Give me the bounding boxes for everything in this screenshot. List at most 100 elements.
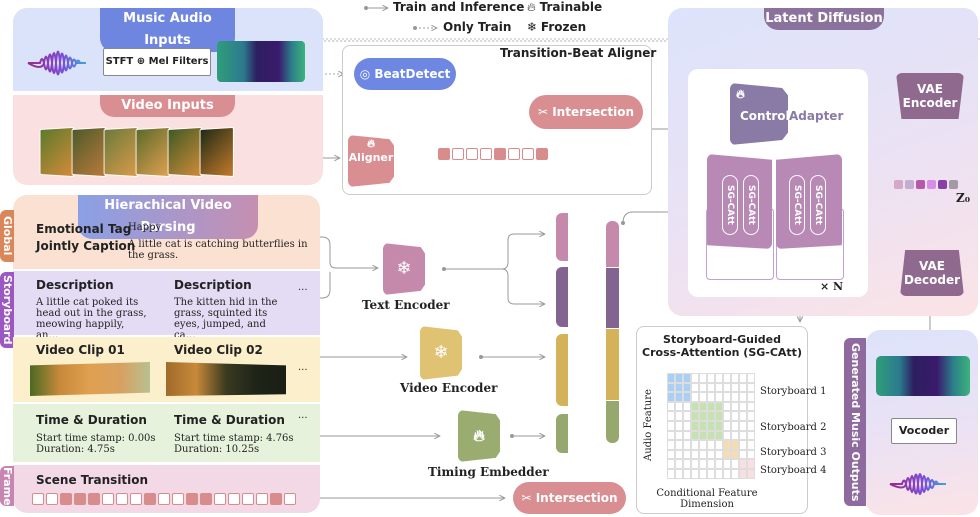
attention-cell <box>707 421 715 431</box>
sg-catt-layer: SG-CAtt <box>722 175 738 235</box>
attention-cell <box>691 430 699 441</box>
duration: Duration: 4.75s <box>36 444 115 455</box>
attention-cell <box>683 373 691 383</box>
storyboard-description-panel <box>13 271 320 335</box>
attention-cell <box>667 459 675 469</box>
storyboard-label: Storyboard 4 <box>760 465 827 476</box>
attention-cell <box>699 411 707 421</box>
attention-cell <box>691 401 699 412</box>
attention-cell <box>667 440 675 450</box>
attention-cell <box>707 373 715 383</box>
attention-cell <box>747 469 755 479</box>
attention-cell <box>715 411 723 421</box>
attention-cell <box>731 421 739 431</box>
scene-transition-cell <box>186 493 198 505</box>
beat-cell <box>536 148 548 160</box>
attention-cell <box>739 459 747 469</box>
vae-encoder-module: VAE Encoder <box>896 73 964 119</box>
attention-cell <box>739 411 747 421</box>
attention-cell <box>731 449 739 460</box>
flame-icon: 🔥︎ <box>473 426 485 445</box>
scene-transition-cell <box>116 493 128 505</box>
video-inputs-title: Video Inputs <box>100 95 235 117</box>
timing-embedder-label: Timing Embedder <box>428 465 549 479</box>
attention-cell <box>691 469 699 479</box>
attention-cell <box>723 421 731 431</box>
scene-transition-cell <box>88 493 100 505</box>
attention-cell <box>731 459 739 469</box>
jointly-caption-label: Jointly Caption <box>36 239 136 253</box>
attention-cell <box>707 469 715 479</box>
attention-cell <box>667 401 675 412</box>
scene-transition-cell <box>60 493 72 505</box>
scene-transition-cell <box>74 493 86 505</box>
attention-cell <box>675 440 683 450</box>
description-label: Description <box>174 278 252 292</box>
scene-transition-sequence <box>32 493 298 505</box>
attention-cell <box>715 430 723 441</box>
more-ellipsis: ... <box>298 410 308 421</box>
attention-cell <box>691 411 699 421</box>
attention-cell <box>683 392 691 402</box>
storyboard-label: Storyboard 3 <box>760 447 827 458</box>
text-embedding-storyboard <box>556 267 568 327</box>
video-clip-label: Video Clip 01 <box>36 343 125 357</box>
timing-embedder-module: 🔥︎ <box>458 410 500 462</box>
attention-cell <box>731 401 739 412</box>
attention-cell <box>715 459 723 469</box>
latent-cell <box>949 180 958 189</box>
attention-cell <box>723 382 731 393</box>
scene-transition-cell <box>130 493 142 505</box>
beat-cell <box>480 148 492 160</box>
legend-solid-arrow <box>364 6 388 10</box>
text-encoder-module: ❄ <box>383 243 425 295</box>
attention-cell <box>723 440 731 450</box>
attention-cell <box>747 430 755 441</box>
attention-cell <box>723 401 731 412</box>
attention-cell <box>747 459 755 469</box>
scene-transition-cell <box>172 493 184 505</box>
attention-cell <box>667 430 675 441</box>
scene-transition-cell <box>46 493 58 505</box>
stft-mel-block: STFT ⊕ Mel Filters <box>103 48 211 76</box>
attention-cell <box>715 421 723 431</box>
attention-cell <box>691 449 699 460</box>
attention-cell <box>691 459 699 469</box>
video-clip-thumbnail <box>30 362 150 396</box>
attention-cell <box>723 373 731 383</box>
storyboard-label: Storyboard 2 <box>760 422 827 433</box>
attention-cell <box>667 382 675 393</box>
emotional-tag-label: Emotional Tag <box>36 222 132 236</box>
attention-cell <box>675 373 683 383</box>
scene-transition-cell <box>228 493 240 505</box>
attention-cell <box>675 382 683 393</box>
legend-frozen: ❄ Frozen <box>527 20 587 34</box>
control-adapter-label-b: Adapter <box>789 109 844 123</box>
attention-cell <box>731 469 739 479</box>
attention-cell <box>723 449 731 460</box>
attention-cell <box>683 401 691 412</box>
attention-cell <box>707 430 715 441</box>
attention-cell <box>739 373 747 383</box>
attention-cell <box>731 411 739 421</box>
attention-cell <box>667 469 675 479</box>
attention-cell <box>675 459 683 469</box>
sg-catt-block-left <box>707 154 772 249</box>
attention-cell <box>691 382 699 393</box>
snowflake-icon: ❄ <box>527 20 538 34</box>
attention-cell <box>747 373 755 383</box>
attention-cell <box>699 440 707 450</box>
frame-side-label: Frame <box>0 466 14 506</box>
latent-cell <box>905 180 914 189</box>
attention-cell <box>675 469 683 479</box>
scissors-icon: ✂ <box>521 491 532 505</box>
description-text: A little cat poked its head out in the g… <box>36 297 147 341</box>
mel-spectrogram-input <box>217 41 305 82</box>
scene-transition-label: Scene Transition <box>36 473 149 487</box>
attention-cell <box>699 459 707 469</box>
aligner-module: 🔥︎ Aligner <box>348 135 394 187</box>
attention-cell <box>747 392 755 402</box>
attention-cell <box>675 411 683 421</box>
legend-trainable: 🔥︎ Trainable <box>527 0 603 14</box>
beat-cell <box>494 148 506 160</box>
